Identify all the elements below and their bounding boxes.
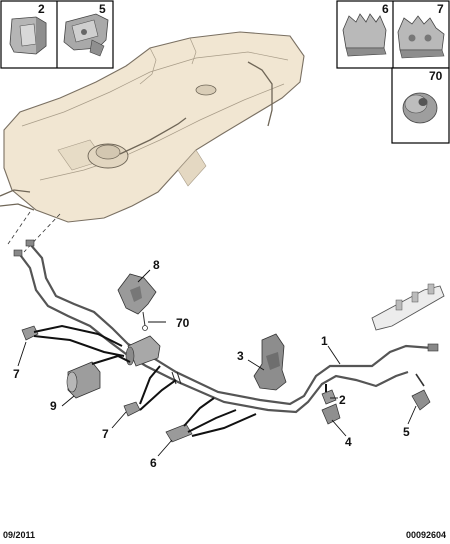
clip-part-7-upper [21,325,39,341]
nut-part-70-icon [402,92,438,124]
filler-neck [195,84,217,96]
bracket-part-5-icon [63,13,109,57]
callout-5: 5 [403,425,410,439]
inset-label-2: 2 [38,2,45,16]
inset-2-label-bg [28,2,55,15]
fuel-rail [371,283,445,331]
footer-date: 09/2011 [3,530,36,540]
callout-7-lower: 7 [102,427,109,441]
callout-1: 1 [321,334,328,348]
inset-label-70: 70 [429,69,443,83]
fuel-lines [13,239,439,414]
leader-lines [17,269,417,457]
inset-box-right: 6 7 70 [336,0,450,144]
callout-labels: 8 70 3 1 7 9 7 6 2 4 5 [13,258,410,470]
clip-part-2 [321,389,337,405]
callout-7-upper: 7 [13,367,20,381]
callout-9: 9 [50,399,57,413]
callout-3: 3 [237,349,244,363]
inset-5-label-bg [84,2,112,15]
clip-part-7-icon [397,15,445,59]
clip-part-6-icon [342,13,387,57]
inline-filter [125,335,161,367]
clip-part-2-icon [9,16,47,55]
bracket-part-5 [411,373,431,411]
inset-label-7: 7 [437,2,444,16]
inset-label-6: 6 [382,2,389,16]
filter-part-9 [66,361,101,399]
callout-2: 2 [339,393,346,407]
callout-8: 8 [153,258,160,272]
footer-reference: 00092604 [405,530,446,540]
callout-6: 6 [150,456,157,470]
fuel-tank [0,31,305,223]
bracket-part-3 [253,333,287,391]
callout-4: 4 [345,435,352,449]
clip-part-6 [165,423,193,443]
grouping-lines [33,324,327,437]
clip-part-7-lower [123,401,141,417]
inset-box-left: 2 5 [0,0,114,69]
fuel-pump-module [87,143,129,169]
bracket-part-4 [321,403,341,425]
callout-70: 70 [176,316,190,330]
bracket-part-8 [117,273,157,331]
inset-label-5: 5 [99,2,106,16]
